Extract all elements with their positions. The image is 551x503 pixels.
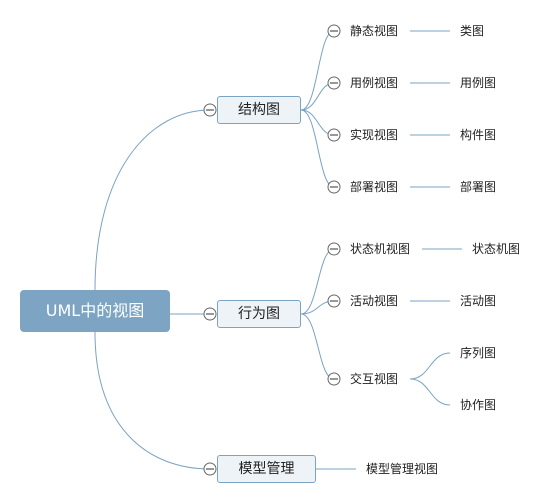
topic-model-management[interactable]: 模型管理 — [217, 455, 316, 483]
leaf-statechart-diagram[interactable]: 状态机图 — [472, 242, 521, 256]
collapse-toggle-usecase[interactable] — [327, 76, 341, 90]
collapse-toggle-activity[interactable] — [327, 294, 341, 308]
topic-behavior-diagram[interactable]: 行为图 — [217, 300, 301, 328]
subtopic-usecase-view[interactable]: 用例视图 — [350, 76, 399, 90]
connector-structure-static — [300, 30, 335, 111]
leaf-component-diagram[interactable]: 构件图 — [460, 128, 497, 142]
subtopic-implementation-view[interactable]: 实现视图 — [350, 128, 399, 142]
collapse-toggle-interaction[interactable] — [327, 372, 341, 386]
collapse-toggle-static[interactable] — [327, 24, 341, 38]
leaf-model-management-view[interactable]: 模型管理视图 — [366, 462, 439, 476]
collapse-toggle-structure[interactable] — [203, 103, 217, 117]
connector-root-model — [94, 331, 211, 470]
connector-behavior-interaction — [300, 313, 335, 380]
leaf-activity-diagram[interactable]: 活动图 — [460, 294, 497, 308]
leaf-usecase-diagram[interactable]: 用例图 — [460, 76, 497, 90]
leaf-deployment-diagram[interactable]: 部署图 — [460, 180, 497, 194]
collapse-toggle-model[interactable] — [203, 462, 217, 476]
root-topic[interactable]: UML中的视图 — [20, 290, 170, 332]
collapse-toggle-statemachine[interactable] — [327, 242, 341, 256]
subtopic-deployment-view[interactable]: 部署视图 — [350, 180, 399, 194]
connector-leaf-sequence — [409, 352, 451, 380]
collapse-toggle-behavior[interactable] — [203, 307, 217, 321]
subtopic-activity-view[interactable]: 活动视图 — [350, 294, 399, 308]
leaf-sequence-diagram[interactable]: 序列图 — [460, 346, 497, 360]
connector-root-structure — [94, 109, 211, 291]
subtopic-static-view[interactable]: 静态视图 — [350, 24, 399, 38]
collapse-toggle-deploy[interactable] — [327, 180, 341, 194]
subtopic-statemachine-view[interactable]: 状态机视图 — [350, 242, 411, 256]
connector-leaf-collaboration — [409, 378, 451, 406]
leaf-collaboration-diagram[interactable]: 协作图 — [460, 398, 497, 412]
subtopic-interaction-view[interactable]: 交互视图 — [350, 372, 399, 386]
topic-structure-diagram[interactable]: 结构图 — [217, 96, 301, 124]
leaf-class-diagram[interactable]: 类图 — [460, 24, 485, 38]
collapse-toggle-impl[interactable] — [327, 128, 341, 142]
